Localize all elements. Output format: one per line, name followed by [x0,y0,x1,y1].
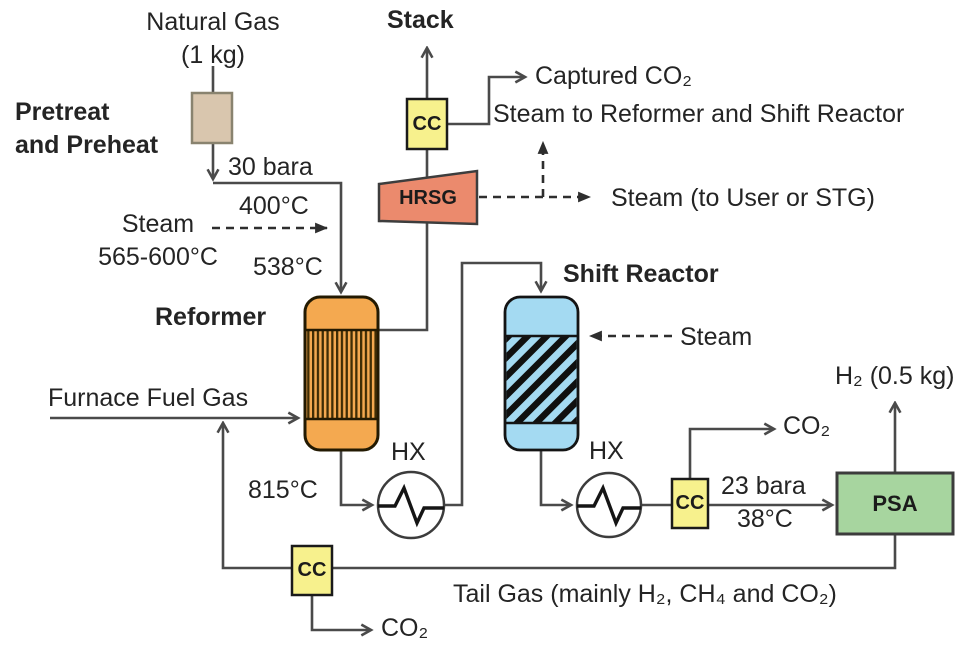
natural-gas-label: Natural Gas (1 kg) [146,8,280,69]
shift-reactor-vessel [503,295,580,452]
captured-co2-label: Captured CO₂ [535,62,692,90]
cc-unit-syngas [670,477,710,530]
pressure-23bara-label: 23 bara [721,472,806,500]
steam-inlet-label: Steam 565-600°C [98,210,218,271]
hx1-label: HX [391,438,426,466]
hx1-to-shift-line [444,261,541,507]
captured-co2-line [447,77,524,126]
cc-co2-vent-line [688,429,773,481]
co2-vent-label: CO₂ [783,412,831,440]
reformer-outlet-line [339,450,371,505]
reformer-label: Reformer [155,303,267,331]
cc-unit-tailgas [290,544,334,597]
cc-unit-stack [405,97,449,151]
furnace-fuel-gas-label: Furnace Fuel Gas [48,384,249,412]
hx1-symbol [376,470,446,540]
tail-gas-recycle-line [223,424,897,570]
shift-reactor-label: Shift Reactor [563,260,719,288]
hrsg-label: HRSG [399,186,457,209]
psa-label: PSA [872,490,918,516]
steam-to-reformer-shift-label: Steam to Reformer and Shift Reactor [493,100,905,128]
co2-bottom-label: CO₂ [381,614,429,642]
cc-syngas-label: CC [675,492,705,514]
steam-to-shift-label: Steam [680,323,753,351]
stack-label: Stack [387,6,454,34]
cc-stack-label: CC [412,112,442,135]
hx2-label: HX [589,437,624,465]
pretreat-to-reformer-line [213,181,341,291]
cc-bottom-co2-line [310,595,370,630]
reformer-vessel [303,295,380,452]
shift-catalyst-bed [506,336,577,423]
temp-400c-label: 400°C [239,192,309,220]
shift-outlet-line [539,450,570,505]
temp-815c-label: 815°C [248,476,318,504]
pretreat-label: Pretreat and Preheat [15,98,159,159]
pressure-30bara-label: 30 bara [228,153,313,181]
reformer-tube-bundle [306,330,377,419]
steam-to-user-label: Steam (to User or STG) [611,184,875,212]
cc-tailgas-label: CC [297,559,327,581]
h2-product-label: H₂ (0.5 kg) [835,362,955,390]
hx2-symbol [575,471,643,539]
tail-gas-label: Tail Gas (mainly H₂, CH₄ and CO₂) [453,580,837,608]
psa-unit [835,471,955,536]
hrsg-unit [377,169,479,226]
pretreat-unit [190,91,234,145]
temp-538c-label: 538°C [253,253,323,281]
temp-38c-label: 38°C [737,505,793,533]
